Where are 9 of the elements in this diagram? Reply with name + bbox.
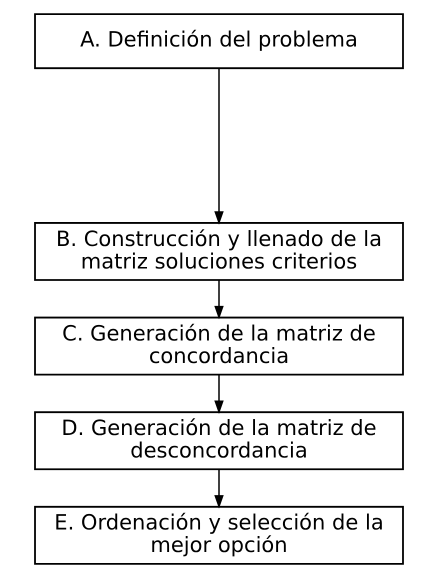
arrow	[214, 68, 224, 225]
arrow	[214, 375, 224, 414]
node-box: C. Generación de la matriz de concordancia	[34, 316, 404, 376]
node-box: E. Ordenación y selección de la mejor opción	[34, 506, 404, 565]
node-box: D. Generación de la matriz de desconcordancia	[34, 411, 404, 470]
arrow	[214, 280, 224, 320]
arrow	[214, 470, 224, 509]
node-box: B. Construcción y llenado de la matriz soluciones criterios	[34, 222, 404, 281]
node-box: A. Definición del problema	[34, 13, 404, 70]
